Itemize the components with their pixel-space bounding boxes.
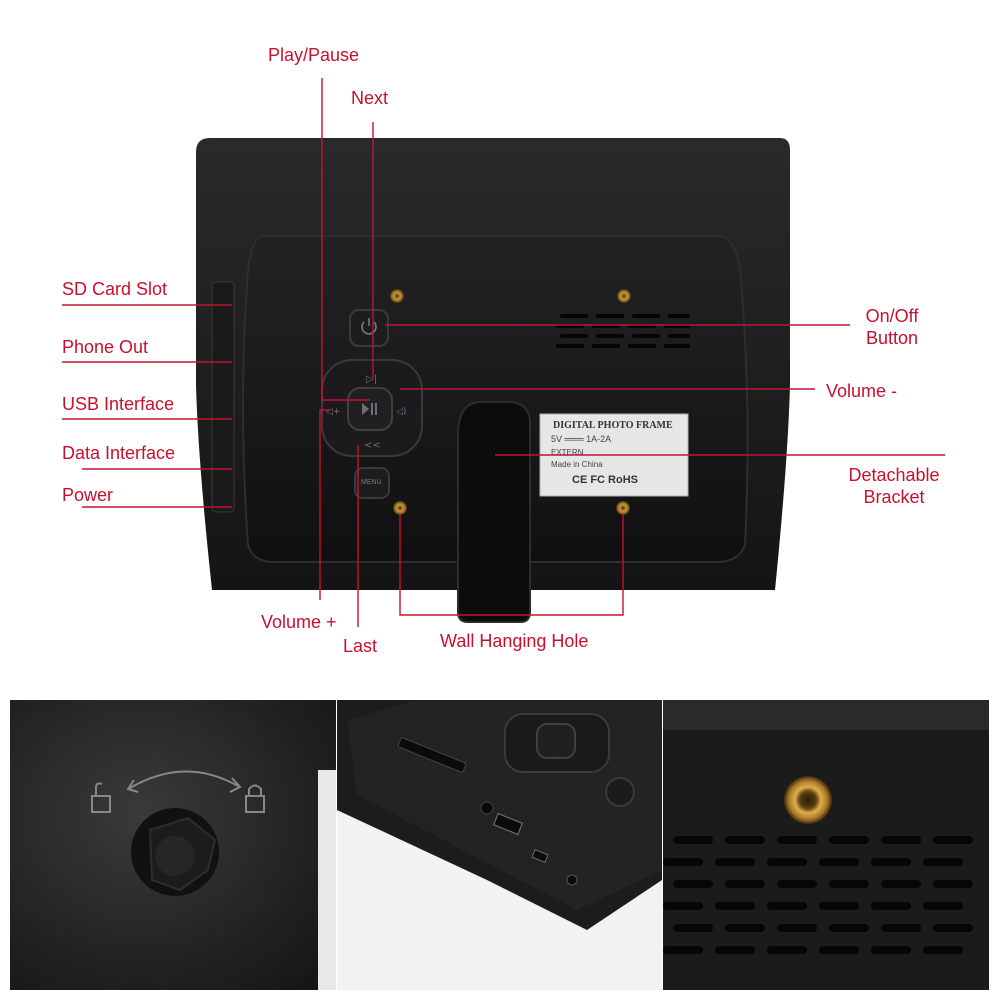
callout-phone-out: Phone Out	[62, 337, 149, 357]
label-marks: CE FC RoHS	[572, 474, 638, 486]
lock-icon	[245, 784, 265, 813]
detachable-bracket	[457, 401, 531, 623]
menu-label: MENU	[361, 479, 382, 486]
on-off-button[interactable]	[349, 309, 389, 347]
play-pause-icon	[362, 403, 377, 415]
brass-insert	[784, 776, 832, 824]
play-pause-button[interactable]	[347, 387, 393, 431]
callout-detachable-line1: Detachable	[848, 465, 940, 485]
volume-minus-icon: ◁)	[396, 407, 406, 417]
callout-lines	[62, 78, 945, 627]
callout-data-interface: Data Interface	[62, 443, 176, 463]
label-power-rating: 5V ═══ 1A-2A	[551, 434, 612, 444]
frame-back-illustration: ▷| << ◁) ◁+	[62, 78, 945, 627]
callout-detachable-line2: Bracket	[863, 487, 925, 507]
wall-hanging-hole-top-left	[390, 289, 404, 303]
callout-on-off-line1: On/Off	[865, 306, 919, 326]
callout-next: Next	[351, 88, 389, 108]
menu-button[interactable]	[354, 467, 390, 499]
callout-sd-card-slot: SD Card Slot	[62, 279, 168, 299]
label-origin: Made in China	[551, 460, 603, 469]
detail-panel-side-ports	[337, 700, 662, 990]
volume-plus-icon: ◁+	[326, 407, 340, 417]
detail-panel-hanging-hole	[663, 700, 989, 990]
vent-slots	[663, 836, 973, 954]
callout-usb-interface: USB Interface	[62, 394, 175, 414]
detail-panel-bracket-lock	[10, 700, 336, 990]
last-icon: <<	[364, 440, 381, 451]
callout-play-pause: Play/Pause	[268, 45, 360, 65]
bracket-mount	[131, 808, 219, 896]
wall-hanging-hole-bottom-right	[616, 501, 630, 515]
callout-volume-plus: Volume +	[261, 612, 337, 632]
callout-last: Last	[343, 636, 378, 656]
unlock-icon	[91, 782, 111, 813]
label-title: DIGITAL PHOTO FRAME	[553, 420, 673, 431]
label-extern: EXTERN	[551, 448, 584, 457]
callout-power: Power	[62, 485, 114, 505]
callout-on-off-line2: Button	[865, 328, 919, 348]
callout-wall-hanging-hole: Wall Hanging Hole	[440, 631, 589, 651]
next-icon: ▷|	[366, 374, 377, 385]
power-icon	[361, 318, 377, 335]
side-port-strip	[211, 281, 235, 513]
wall-hanging-hole-top-right	[617, 289, 631, 303]
wall-hanging-hole-bottom-left	[393, 501, 407, 515]
callout-volume-minus: Volume -	[826, 381, 898, 401]
rotate-arrow-icon	[126, 770, 242, 793]
